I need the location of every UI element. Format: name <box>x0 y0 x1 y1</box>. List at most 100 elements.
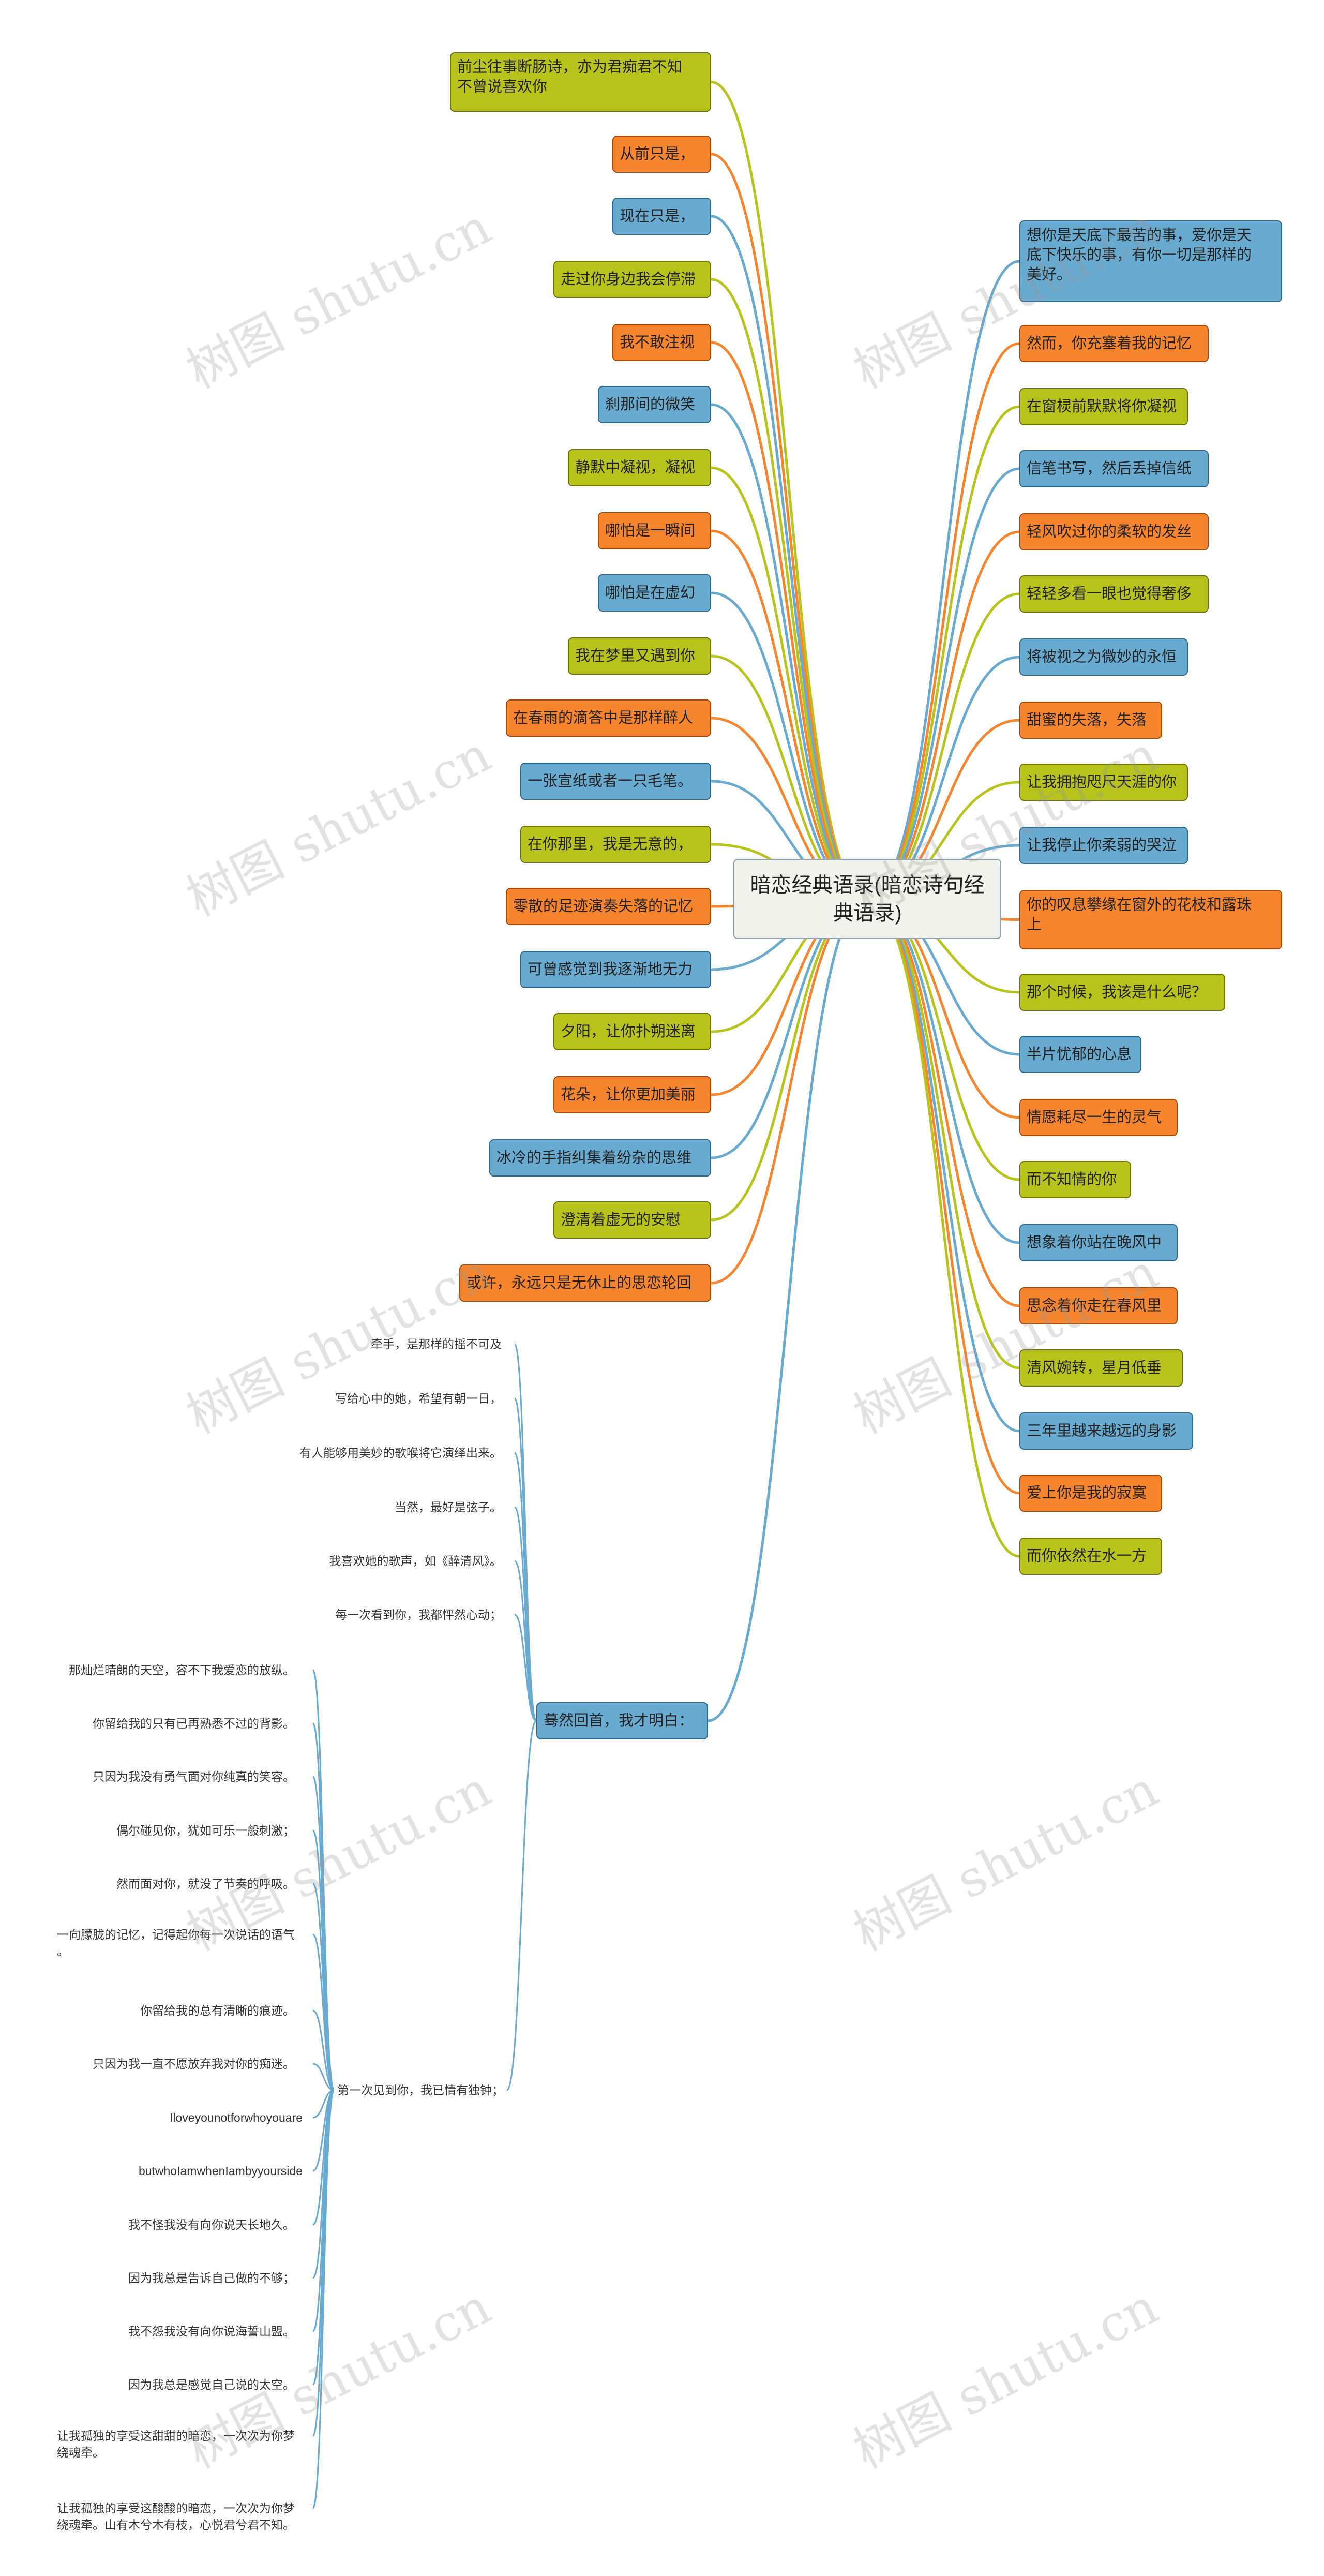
connector <box>312 2089 335 2119</box>
node-label: 爱上你是我的寂寞 <box>1027 1485 1147 1501</box>
connector <box>867 897 1020 1369</box>
connector <box>708 897 868 1722</box>
right-node[interactable]: 信笔书写，然后丢掉信纸 <box>1019 450 1209 487</box>
root-topic[interactable]: 暗恋经典语录(暗恋诗句经典语录) <box>733 859 1001 939</box>
moment-child: 写给心中的她，希望有朝一日， <box>335 1392 502 1405</box>
node-label: 思念着你走在春风里 <box>1027 1298 1162 1314</box>
left-node[interactable]: 刹那间的微笑 <box>598 386 711 423</box>
first-child: 让我孤独的享受这甜甜的暗恋，一次次为你梦 绕魂牵。 <box>57 2429 295 2459</box>
left-node[interactable]: 哪怕是在虚幻 <box>598 574 711 612</box>
node-label: 在你那里，我是无意的， <box>528 836 693 853</box>
connector <box>514 1614 537 1722</box>
connector <box>312 2063 335 2091</box>
moment-node[interactable]: 蓦然回首，我才明白： <box>536 1702 708 1739</box>
connector <box>711 591 868 900</box>
node-label: 将被视之为微妙的永恒 <box>1027 649 1177 665</box>
left-node[interactable]: 我不敢注视 <box>612 324 711 361</box>
right-node[interactable]: 甜蜜的失落，失落 <box>1019 702 1162 739</box>
left-node[interactable]: 静默中凝视，凝视 <box>568 449 711 486</box>
node-label: 静默中凝视，凝视 <box>575 459 696 476</box>
moment-child: 每一次看到你，我都怦然心动； <box>335 1608 502 1621</box>
node-label: 澄清着虚无的安慰 <box>561 1212 681 1228</box>
left-node[interactable]: 或许，永远只是无休止的思恋轮回 <box>459 1264 711 1302</box>
node-label: 或许，永远只是无休止的思恋轮回 <box>467 1275 692 1291</box>
connector <box>711 341 868 900</box>
right-node[interactable]: 想你是天底下最苦的事，爱你是天 底下快乐的事，有你一切是那样的 美好。 <box>1019 220 1282 302</box>
right-node[interactable]: 想象着你站在晚风中 <box>1019 1224 1178 1261</box>
node-label: 三年里越来越远的身影 <box>1027 1423 1177 1439</box>
node-label: 刹那间的微笑 <box>605 396 696 413</box>
first-node[interactable]: 第一次见到你，我已情有独钟； <box>337 2083 504 2097</box>
left-node[interactable]: 前尘往事断肠诗，亦为君痴君不知 不曾说喜欢你 <box>450 52 711 112</box>
right-node[interactable]: 在窗棂前默默将你凝视 <box>1019 388 1188 425</box>
right-node[interactable]: 那个时候，我该是什么呢？ <box>1019 974 1225 1011</box>
right-node[interactable]: 思念着你走在春风里 <box>1019 1287 1178 1324</box>
connector <box>312 2009 335 2091</box>
left-node[interactable]: 夕阳，让你扑朔迷离 <box>553 1013 711 1050</box>
right-node[interactable]: 轻风吹过你的柔软的发丝 <box>1019 513 1209 550</box>
node-label: 可曾感觉到我逐渐地无力 <box>528 961 693 978</box>
connector <box>867 897 1020 1307</box>
moment-child: 当然，最好是弦子。 <box>395 1500 502 1514</box>
right-node[interactable]: 让我拥抱咫尺天涯的你 <box>1019 764 1188 801</box>
first-child: butwhoIamwhenIambyyourside <box>138 2164 303 2178</box>
right-node[interactable]: 将被视之为微妙的永恒 <box>1019 638 1188 676</box>
node-label: 信笔书写，然后丢掉信纸 <box>1027 460 1192 477</box>
node-label: 甜蜜的失落，失落 <box>1027 712 1147 728</box>
connector <box>514 1560 537 1722</box>
left-node[interactable]: 从前只是， <box>612 136 711 173</box>
connector <box>711 897 868 1285</box>
right-node[interactable]: 三年里越来越远的身影 <box>1019 1412 1193 1450</box>
node-label: 我不敢注视 <box>620 334 695 351</box>
left-node[interactable]: 现在只是， <box>612 198 711 235</box>
node-label: 在窗棂前默默将你凝视 <box>1027 398 1177 415</box>
left-node[interactable]: 零散的足迹演奏失落的记忆 <box>506 888 711 925</box>
node-label: 前尘往事断肠诗，亦为君痴君不知 不曾说喜欢你 <box>457 59 683 95</box>
node-label: 轻风吹过你的柔软的发丝 <box>1027 524 1192 540</box>
right-node[interactable]: 你的叹息攀缘在窗外的花枝和露珠 上 <box>1019 890 1282 949</box>
right-node[interactable]: 半片忧郁的心息 <box>1019 1036 1141 1073</box>
left-node[interactable]: 走过你身边我会停滞 <box>553 261 711 298</box>
left-node[interactable]: 在你那里，我是无意的， <box>520 826 711 863</box>
left-node[interactable]: 冰冷的手指纠集着纷杂的思维 <box>489 1139 711 1177</box>
node-label: 情愿耗尽一生的灵气 <box>1027 1109 1162 1126</box>
left-node[interactable]: 哪怕是一瞬间 <box>598 512 711 549</box>
first-child: 那灿烂晴朗的天空，容不下我爱恋的放纵。 <box>69 1663 295 1677</box>
left-node[interactable]: 可曾感觉到我逐渐地无力 <box>520 951 711 988</box>
root-topic-label: 暗恋经典语录(暗恋诗句经典语录) <box>750 873 985 925</box>
node-label: 现在只是， <box>620 208 695 225</box>
right-node[interactable]: 轻轻多看一眼也觉得奢侈 <box>1019 575 1209 613</box>
left-node[interactable]: 一张宣纸或者一只毛笔。 <box>520 763 711 800</box>
moment-child: 牵手，是那样的摇不可及 <box>371 1337 502 1351</box>
connector <box>711 897 868 1222</box>
left-node[interactable]: 花朵，让你更加美丽 <box>553 1076 711 1113</box>
first-child: 你留给我的总有清晰的痕迹。 <box>140 2004 295 2017</box>
right-node[interactable]: 然而，你充塞着我的记忆 <box>1019 325 1209 362</box>
right-node[interactable]: 而你依然在水一方 <box>1019 1538 1162 1575</box>
moment-child: 有人能够用美妙的歌喉将它演绎出来。 <box>299 1446 502 1460</box>
right-node[interactable]: 情愿耗尽一生的灵气 <box>1019 1099 1178 1136</box>
right-node[interactable]: 清风婉转，星月低垂 <box>1019 1349 1183 1387</box>
left-node[interactable]: 我在梦里又遇到你 <box>568 637 711 675</box>
right-node[interactable]: 爱上你是我的寂寞 <box>1019 1475 1162 1512</box>
connector <box>312 1933 335 2091</box>
first-child: 让我孤独的享受这酸酸的暗恋，一次次为你梦 绕魂牵。山有木兮木有枝，心悦君兮君不知… <box>57 2501 295 2532</box>
node-label: 走过你身边我会停滞 <box>561 271 696 288</box>
node-label: 零散的足迹演奏失落的记忆 <box>513 898 694 915</box>
first-child: Iloveyounotforwhoyouare <box>170 2111 303 2124</box>
node-label: 想你是天底下最苦的事，爱你是天 底下快乐的事，有你一切是那样的 美好。 <box>1027 227 1252 283</box>
left-node[interactable]: 在春雨的滴答中是那样醉人 <box>506 699 711 737</box>
node-label: 然而，你充塞着我的记忆 <box>1027 335 1192 352</box>
node-label: 哪怕是在虚幻 <box>605 585 696 601</box>
node-label: 想象着你站在晚风中 <box>1027 1234 1162 1251</box>
node-label: 你的叹息攀缘在窗外的花枝和露珠 上 <box>1027 897 1252 933</box>
first-child: 我不怪我没有向你说天长地久。 <box>128 2218 295 2231</box>
node-label: 从前只是， <box>620 146 695 162</box>
right-node[interactable]: 而不知情的你 <box>1019 1161 1131 1198</box>
right-node[interactable]: 让我停止你柔弱的哭泣 <box>1019 827 1188 864</box>
first-child: 只因为我没有勇气面对你纯真的笑容。 <box>93 1770 295 1783</box>
left-node[interactable]: 澄清着虚无的安慰 <box>553 1201 711 1239</box>
node-label: 哪怕是一瞬间 <box>605 523 696 539</box>
node-label: 而你依然在水一方 <box>1027 1548 1147 1565</box>
connector <box>711 153 868 900</box>
